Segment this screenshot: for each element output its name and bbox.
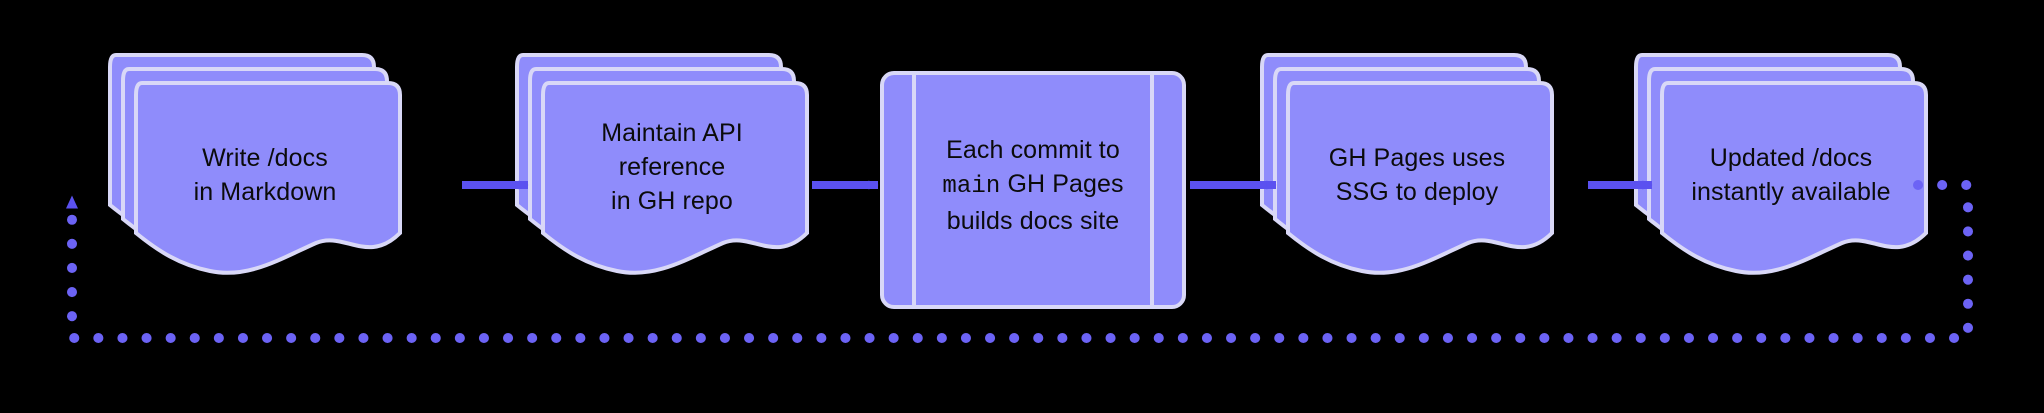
node-gh-pages-front xyxy=(1286,81,1554,275)
node-maintain-api-reference[interactable] xyxy=(515,53,809,275)
node-write-docs-front xyxy=(134,81,402,275)
connector-feedback-loop xyxy=(66,180,1973,343)
node-maintain-api-front xyxy=(541,81,809,275)
node-gh-pages-ssg-deploy[interactable] xyxy=(1260,53,1554,275)
node-updated-docs-available[interactable] xyxy=(1634,53,1928,275)
node-each-commit-builds[interactable] xyxy=(880,71,1186,309)
node-updated-docs-front xyxy=(1660,81,1928,275)
subroutine-body xyxy=(880,71,1186,309)
node-write-docs[interactable] xyxy=(108,53,402,275)
